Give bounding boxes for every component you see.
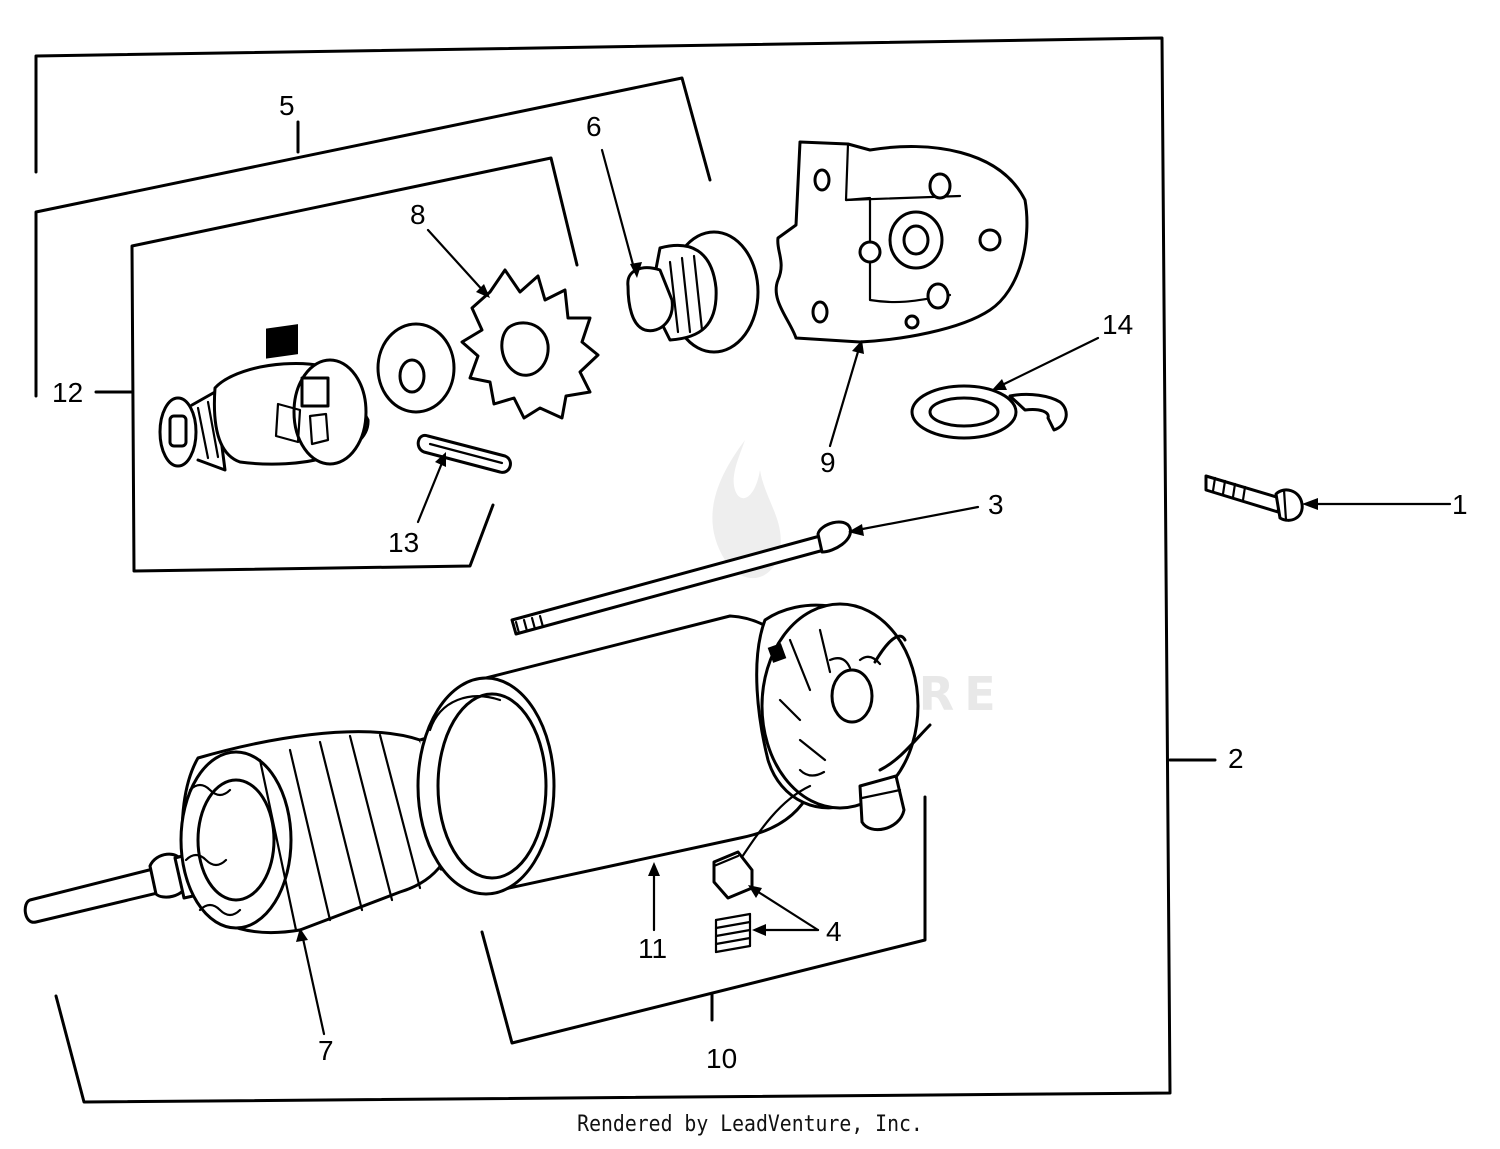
- washer-part: [376, 322, 456, 414]
- callout-14: 14: [1102, 309, 1133, 340]
- clutch-part: [626, 230, 760, 354]
- leader-lines: [296, 148, 1452, 1036]
- drive-end-cap-part: [774, 140, 1029, 344]
- drive-kit-bracket: [94, 156, 579, 573]
- callout-1: 1: [1452, 489, 1468, 520]
- brush-spring-part: [712, 784, 812, 954]
- callout-9: 9: [820, 447, 836, 478]
- callout-12: 12: [52, 377, 83, 408]
- callout-5: 5: [279, 90, 295, 121]
- drive-assembly-bracket: [34, 76, 712, 398]
- callout-labels: 1 2 3 4 5 6 7 8 9 10 11 12 13 14: [52, 90, 1468, 1074]
- screw-part: [1204, 474, 1304, 522]
- callout-2: 2: [1228, 743, 1244, 774]
- callout-4: 4: [826, 916, 842, 947]
- callout-11: 11: [638, 933, 667, 964]
- assembly-outline-bracket: [34, 36, 1217, 1104]
- callout-8: 8: [410, 199, 426, 230]
- seal-part: [910, 384, 1068, 440]
- footer-credit: Rendered by LeadVenture, Inc.: [577, 1112, 923, 1137]
- frame-housing-part: [416, 614, 824, 896]
- roll-pin-part: [416, 433, 512, 474]
- pinion-gear-part: [460, 268, 600, 420]
- callout-13: 13: [388, 527, 419, 558]
- commutator-end-frame-part: [755, 602, 932, 832]
- drive-sleeve-part: [158, 324, 370, 472]
- callout-6: 6: [586, 111, 602, 142]
- through-bolt-part: [510, 520, 852, 636]
- callout-7: 7: [318, 1035, 334, 1066]
- frame-assembly-bracket: [480, 795, 927, 1045]
- callout-10: 10: [706, 1043, 737, 1074]
- callout-3: 3: [988, 489, 1004, 520]
